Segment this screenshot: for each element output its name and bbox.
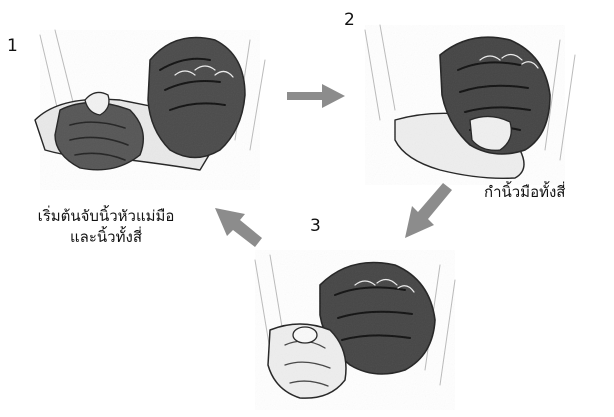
step-number-1: 1 (7, 38, 18, 55)
hands-illustration-step-2 (365, 25, 575, 185)
hands-illustration-step-3 (255, 250, 455, 410)
arrow-2-to-3 (405, 183, 452, 238)
arrow-3-to-1 (215, 208, 262, 247)
caption-step-2: กำนิ้วมือทั้งสี่ (484, 182, 565, 203)
arrow-1-to-2 (287, 84, 345, 108)
caption-step-1-line-1: เริ่มต้นจับนิ้วหัวแม่มือ (22, 206, 190, 227)
caption-step-1-line-2: และนิ้วทั้งสี่ (22, 227, 190, 248)
caption-step-2-line-1: กำนิ้วมือทั้งสี่ (484, 182, 565, 203)
caption-step-1: เริ่มต้นจับนิ้วหัวแม่มือ และนิ้วทั้งสี่ (22, 206, 190, 248)
step-number-2: 2 (344, 12, 355, 29)
hands-illustration-step-1 (35, 30, 265, 190)
step-number-3: 3 (310, 218, 321, 235)
